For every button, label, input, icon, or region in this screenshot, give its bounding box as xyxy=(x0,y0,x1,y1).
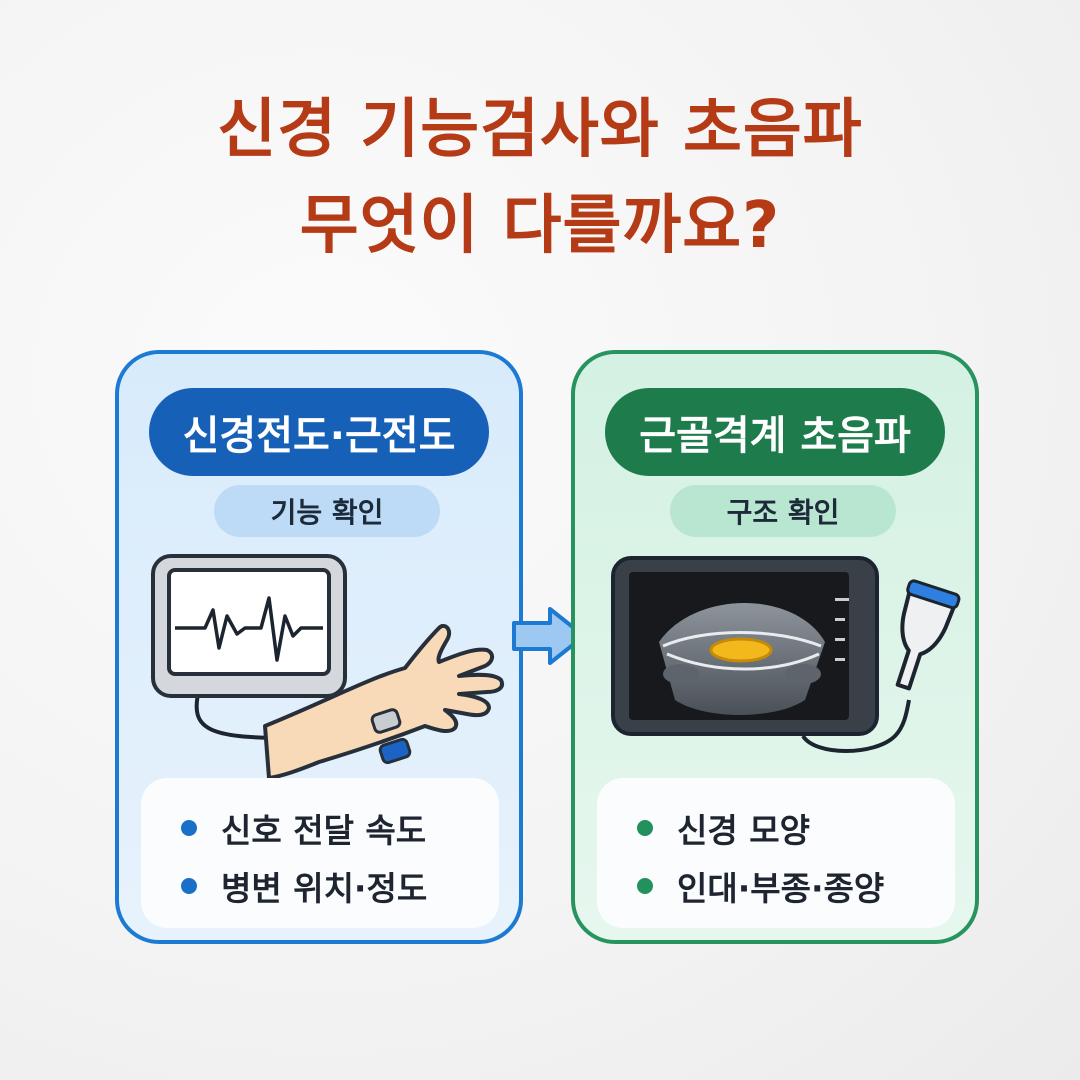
nerve-conduction-card: 신경전도·근전도 기능 확인 신호 전달 속도 병변 위치·정도 xyxy=(115,350,523,944)
hand-icon xyxy=(263,623,504,780)
ultrasound-card: 근골격계 초음파 구조 확인 xyxy=(571,350,979,944)
list-item: 신호 전달 속도 xyxy=(181,804,426,852)
bullet-list: 신호 전달 속도 병변 위치·정도 xyxy=(141,778,499,928)
electrode-icon xyxy=(370,708,402,734)
card-heading: 근골격계 초음파 xyxy=(605,388,945,476)
ecg-monitor-icon xyxy=(151,554,347,698)
bullet-list: 신경 모양 인대·부종·종양 xyxy=(597,778,955,928)
bullet-dot-icon xyxy=(181,820,197,836)
page-title-line-2: 무엇이 다를까요? xyxy=(299,189,781,263)
bullet-dot-icon xyxy=(181,878,197,894)
ecg-monitor-hand-illustration xyxy=(151,554,504,780)
nerve-highlight-icon xyxy=(709,637,773,663)
bullet-dot-icon xyxy=(637,878,653,894)
bullet-dot-icon xyxy=(637,820,653,836)
card-heading: 신경전도·근전도 xyxy=(149,388,489,476)
ultrasound-illustration xyxy=(611,556,961,753)
list-item: 인대·부종·종양 xyxy=(637,862,884,910)
card-subheading: 구조 확인 xyxy=(670,485,896,537)
ultrasound-monitor-icon xyxy=(611,556,879,736)
ultrasound-probe-icon xyxy=(895,579,961,691)
page-title-line-1: 신경 기능검사와 초음파 xyxy=(217,93,863,167)
electrode-icon xyxy=(378,737,412,765)
arrow-right-icon xyxy=(512,607,586,665)
list-item: 신경 모양 xyxy=(637,804,810,852)
card-subheading: 기능 확인 xyxy=(214,485,440,537)
list-item: 병변 위치·정도 xyxy=(181,862,427,910)
